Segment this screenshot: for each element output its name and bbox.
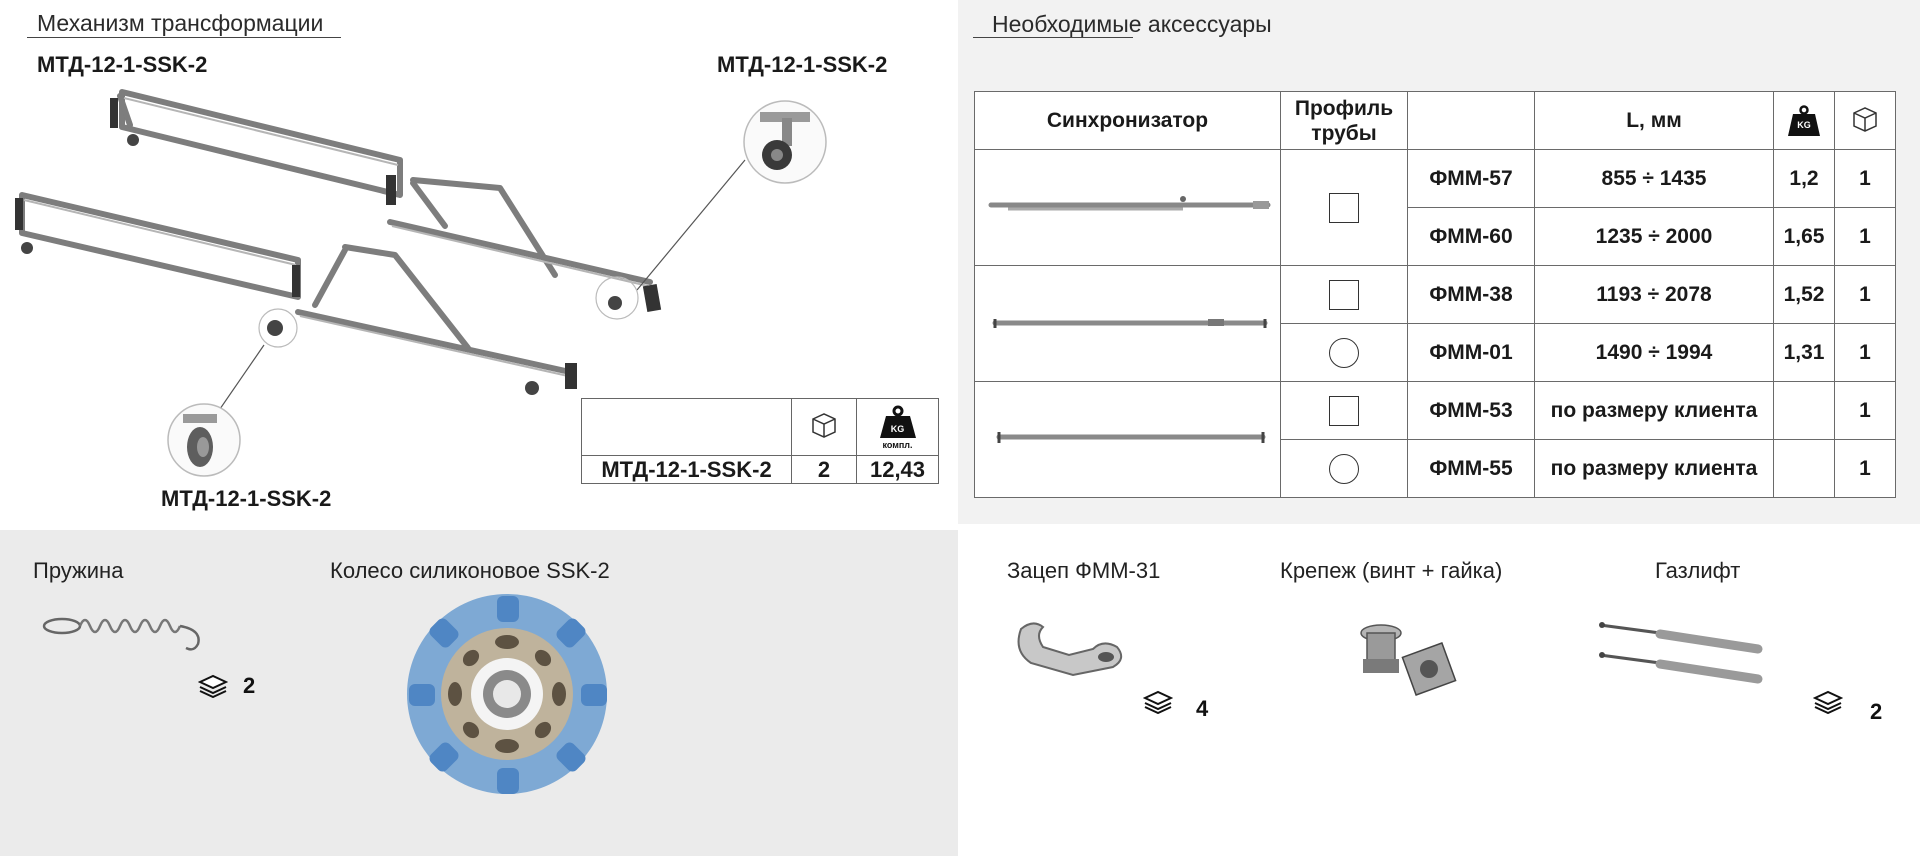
mechanism-spec-table: KG компл. МТД-12-1-SSK-2 2 12,43 [581, 398, 939, 484]
synchronizer-53-55-image [996, 431, 1265, 443]
sync-image-cell-3 [974, 381, 1281, 498]
profile-cell-4 [1280, 381, 1408, 440]
accessories-title: Необходимые аксессуары [992, 11, 1272, 37]
synchronizer-38-01-image [992, 318, 1267, 328]
profile-cell-3 [1280, 323, 1408, 382]
box-icon [812, 413, 836, 438]
spec-empty-header [581, 398, 792, 456]
round-profile-icon [1329, 453, 1359, 484]
sync-image-cell-2 [974, 265, 1281, 382]
spec-boxes: 2 [791, 455, 857, 484]
round-profile-icon [1329, 337, 1359, 368]
row-weight [1773, 439, 1835, 498]
sync-image-cell-1 [974, 149, 1281, 266]
weight-icon [1788, 104, 1820, 136]
stack-icon [1813, 690, 1843, 714]
wheel-label: Колесо силиконовое SSK-2 [330, 558, 610, 583]
row-weight [1773, 381, 1835, 440]
row-code: ФММ-53 [1407, 381, 1535, 440]
row-code: ФММ-38 [1407, 265, 1535, 324]
square-profile-icon [1329, 279, 1359, 310]
row-code: ФММ-55 [1407, 439, 1535, 498]
row-code: ФММ-01 [1407, 323, 1535, 382]
row-weight: 1,31 [1773, 323, 1835, 382]
row-length: 1193 ÷ 2078 [1534, 265, 1774, 324]
spring-wheel-section: Пружина Колесо силиконовое SSK-2 2 [0, 530, 958, 856]
row-code: ФММ-57 [1407, 149, 1535, 208]
row-length: 855 ÷ 1435 [1534, 149, 1774, 208]
row-qty: 1 [1834, 265, 1896, 324]
hardware-section: Зацеп ФММ-31 Крепеж (винт + гайка) Газли… [958, 524, 1920, 856]
header-code [1407, 91, 1535, 150]
row-length: 1235 ÷ 2000 [1534, 207, 1774, 266]
silicone-wheel-image [407, 594, 607, 794]
accessories-table: Синхронизатор Профиль трубы L, мм KG [974, 91, 1896, 498]
fastener-label: Крепеж (винт + гайка) [1280, 558, 1503, 583]
weight-icon [879, 405, 916, 438]
box-icon [1853, 106, 1877, 132]
square-profile-icon [1329, 192, 1359, 223]
mechanism-title-underline [27, 37, 341, 38]
weight-icon-text: KG [890, 424, 905, 434]
header-sync: Синхронизатор [974, 91, 1281, 150]
row-qty: 1 [1834, 149, 1896, 208]
weight-caption: компл. [882, 440, 913, 450]
fastener-image [1360, 624, 1457, 696]
row-qty: 1 [1834, 323, 1896, 382]
hook-qty: 4 [1196, 696, 1209, 721]
row-code: ФММ-60 [1407, 207, 1535, 266]
header-length: L, мм [1534, 91, 1774, 150]
box-icon-cell [791, 398, 857, 456]
hook-label: Зацеп ФММ-31 [1007, 558, 1161, 583]
hook-image [1017, 622, 1123, 677]
profile-cell-2 [1280, 265, 1408, 324]
row-qty: 1 [1834, 439, 1896, 498]
callout-top-right: МТД-12-1-SSK-2 [717, 52, 888, 77]
header-weight-icon-cell: KG [1773, 91, 1835, 150]
callout-top-left: МТД-12-1-SSK-2 [37, 52, 208, 77]
synchronizer-57-60-image [988, 195, 1270, 210]
callout-bottom: МТД-12-1-SSK-2 [161, 486, 332, 511]
row-weight: 1,2 [1773, 149, 1835, 208]
spec-weight: 12,43 [856, 455, 939, 484]
row-weight: 1,65 [1773, 207, 1835, 266]
row-weight: 1,52 [1773, 265, 1835, 324]
row-length: по размеру клиента [1534, 381, 1774, 440]
stack-icon [1143, 690, 1173, 714]
gaslift-qty: 2 [1870, 699, 1883, 724]
mechanism-illustration [15, 89, 827, 477]
profile-cell-1 [1280, 149, 1408, 266]
stack-icon [198, 674, 228, 698]
row-qty: 1 [1834, 381, 1896, 440]
header-profile: Профиль трубы [1280, 91, 1408, 150]
mechanism-title: Механизм трансформации [37, 10, 324, 36]
weight-icon-cell: KG компл. [856, 398, 939, 456]
spring-label: Пружина [33, 558, 124, 583]
profile-cell-5 [1280, 439, 1408, 498]
header-box-icon-cell [1834, 91, 1896, 150]
spec-model: МТД-12-1-SSK-2 [581, 455, 792, 484]
row-length: 1490 ÷ 1994 [1534, 323, 1774, 382]
row-qty: 1 [1834, 207, 1896, 266]
gaslift-label: Газлифт [1655, 558, 1741, 583]
accessories-title-underline [973, 37, 1133, 38]
spring-image [42, 617, 200, 651]
row-length: по размеру клиента [1534, 439, 1774, 498]
square-profile-icon [1329, 395, 1359, 426]
gaslift-image [1599, 622, 1763, 684]
weight-icon-text: KG [1797, 119, 1811, 130]
spring-qty: 2 [243, 673, 256, 698]
mechanism-section: Механизм трансформации МТД-12-1-SSK-2 МТ… [0, 0, 958, 530]
